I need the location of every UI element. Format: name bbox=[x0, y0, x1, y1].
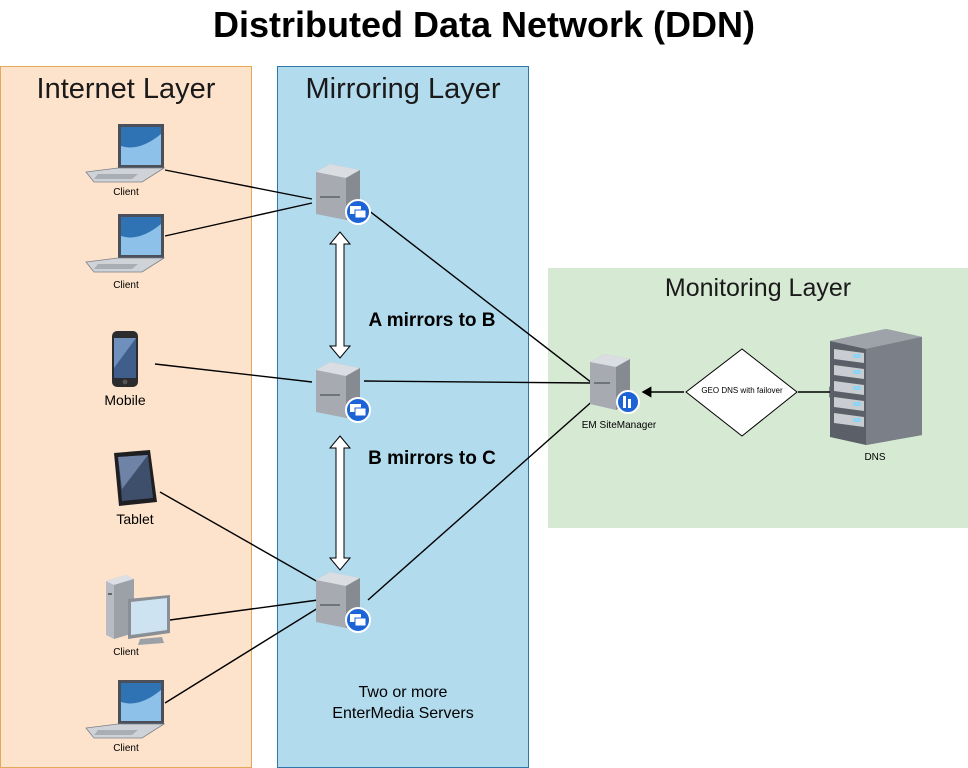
dns-label: DNS bbox=[864, 452, 886, 463]
servers-caption: Two or more EnterMedia Servers bbox=[313, 682, 493, 724]
link-client3-server-c bbox=[169, 599, 319, 621]
mirroring-layer-zone: Mirroring Layer bbox=[277, 66, 529, 768]
link-client1-server-a bbox=[164, 169, 313, 200]
laptop-icon bbox=[85, 124, 166, 183]
mobile-label: Mobile bbox=[104, 392, 146, 408]
laptop-icon bbox=[85, 214, 166, 273]
geo-dns-diamond bbox=[685, 348, 798, 437]
internet-layer-zone: Internet Layer bbox=[0, 66, 252, 768]
servers-caption-line1: Two or more bbox=[358, 684, 448, 701]
mobile-phone-icon bbox=[112, 331, 138, 387]
client-2-label: Client bbox=[113, 280, 139, 291]
link-mobile-server-b bbox=[154, 363, 313, 383]
mirror-arrow-b-c bbox=[328, 435, 352, 571]
link-server-c-sitemanager bbox=[367, 397, 597, 601]
link-client4-server-c bbox=[164, 607, 319, 704]
link-tablet-server-c bbox=[159, 491, 319, 583]
server-icon bbox=[316, 572, 371, 633]
mirror-arrow-a-b bbox=[328, 231, 352, 359]
mirror-b-to-c-label: B mirrors to C bbox=[368, 448, 496, 469]
internet-layer-title: Internet Layer bbox=[36, 73, 216, 105]
geo-dns-label: GEO DNS with failover bbox=[701, 386, 783, 395]
link-server-b-sitemanager bbox=[363, 380, 593, 384]
servers-caption-line2: EnterMedia Servers bbox=[332, 705, 474, 722]
server-icon bbox=[316, 362, 371, 423]
tablet-icon bbox=[114, 450, 157, 506]
monitoring-layer-title: Monitoring Layer bbox=[664, 274, 852, 302]
client-3-label: Client bbox=[113, 647, 139, 658]
laptop-icon bbox=[85, 680, 166, 739]
diagram-title: Distributed Data Network (DDN) bbox=[212, 4, 756, 45]
client-1-label: Client bbox=[113, 187, 139, 198]
desktop-computer-icon bbox=[106, 575, 170, 645]
tablet-label: Tablet bbox=[116, 511, 154, 527]
mirror-a-to-b-label: A mirrors to B bbox=[368, 310, 496, 331]
sitemanager-server-icon bbox=[590, 354, 640, 414]
mirroring-layer-title: Mirroring Layer bbox=[305, 73, 501, 105]
client-4-label: Client bbox=[113, 743, 139, 754]
link-client2-server-a bbox=[164, 202, 313, 237]
link-server-a-sitemanager bbox=[367, 209, 597, 387]
sitemanager-label: EM SiteManager bbox=[581, 420, 657, 431]
server-icon bbox=[316, 164, 371, 225]
server-rack-icon bbox=[830, 329, 922, 445]
